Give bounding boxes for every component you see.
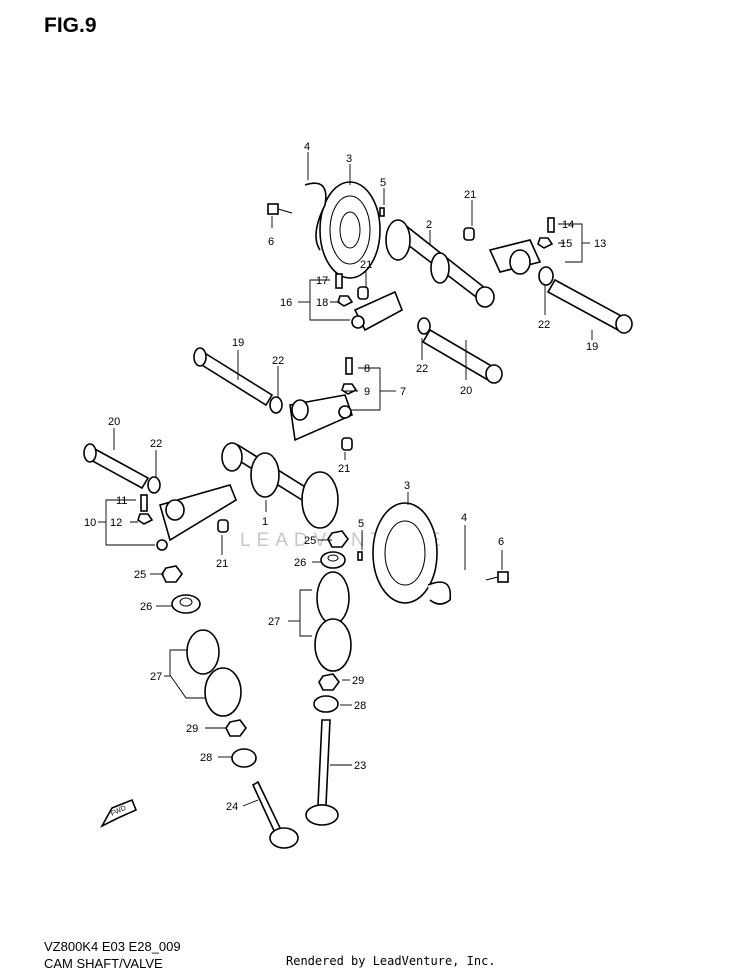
exhaust-valve-23[interactable] [305,719,339,826]
callout-20-middle: 20 [460,385,472,397]
washer-22-middle[interactable] [417,317,431,335]
lock-nut-12[interactable] [137,513,154,525]
intake-valve-24[interactable] [251,780,299,849]
rocker-arm-7[interactable] [289,394,353,442]
callout-17: 17 [316,275,328,287]
callout-9: 9 [364,386,370,398]
callout-23: 23 [354,760,366,772]
lower-dowel-pin-5[interactable] [357,551,363,561]
callout-6-lower: 6 [498,536,504,548]
footer-section-name: CAM SHAFT/VALVE [44,956,163,971]
upper-bolt[interactable] [267,203,293,215]
callout-22-upper-right: 22 [538,319,550,331]
callout-16: 16 [280,297,292,309]
callout-7: 7 [400,386,406,398]
callout-27-right: 27 [268,616,280,628]
rocker-shaft-20-middle[interactable] [421,328,503,384]
callout-20-left: 20 [108,416,120,428]
callout-4-lower: 4 [461,512,467,524]
callout-22-mid-left: 22 [272,355,284,367]
callout-5-upper: 5 [380,177,386,189]
callout-21-mid: 21 [338,463,350,475]
callout-19-left: 19 [232,337,244,349]
adjust-screw-11[interactable] [140,494,148,512]
callout-22-left: 22 [150,438,162,450]
lock-nut-9[interactable] [341,383,358,395]
callout-21-upper-right: 21 [464,189,476,201]
upper-retainer-clip[interactable] [304,182,327,251]
callout-4-upper: 4 [304,141,310,153]
lock-nut-18[interactable] [337,295,354,307]
lower-bolt-6[interactable] [485,571,509,583]
upper-cap-21[interactable] [463,227,475,241]
callout-12: 12 [110,517,122,529]
callouts: 4 3 5 6 2 21 14 15 13 22 19 17 18 16 21 … [84,141,606,813]
callout-3-lower: 3 [404,480,410,492]
callout-25-left: 25 [134,569,146,581]
callout-13: 13 [594,238,606,250]
valve-seal-29-right[interactable] [318,673,340,691]
adjust-screw-8[interactable] [345,357,353,375]
rocker-arm-16[interactable] [351,290,404,332]
callout-29-left: 29 [186,723,198,735]
callout-24: 24 [226,801,238,813]
lower-camshaft-1[interactable] [221,442,339,529]
callout-26-right: 26 [294,557,306,569]
callout-28-right: 28 [354,700,366,712]
spring-retainer-26-right[interactable] [320,551,346,569]
callout-26-left: 26 [140,601,152,613]
leader-lines [98,152,593,807]
upper-washer-22[interactable] [538,266,554,286]
callout-27-left: 27 [150,671,162,683]
footer-credit: Rendered by LeadVenture, Inc. [286,954,496,968]
callout-6-upper: 6 [268,236,274,248]
cap-21-mid[interactable] [341,437,353,451]
rocker-shaft-19-left[interactable] [193,347,274,407]
washer-22-left[interactable] [147,476,161,494]
adjust-screw-14[interactable] [547,217,555,233]
lower-cam-sprocket-3[interactable] [372,502,438,604]
callout-15: 15 [560,238,572,250]
callout-1: 1 [262,516,268,528]
adjust-screw-17[interactable] [335,273,343,289]
washer-22-mid[interactable] [269,396,283,414]
callout-25-right: 25 [304,535,316,547]
callout-29-right: 29 [352,675,364,687]
lower-retainer-clip-4[interactable] [427,581,452,605]
valve-springs-27-right[interactable] [314,571,352,672]
footer-model-code: VZ800K4 E03 E28_009 [44,939,181,954]
cap-21-upper-left[interactable] [357,286,369,300]
callout-18: 18 [316,297,328,309]
rocker-shaft-20-left[interactable] [83,443,150,490]
cap-21-lower[interactable] [217,519,229,533]
fwd-arrow-icon: FWD [100,798,138,828]
callout-22-middle: 22 [416,363,428,375]
callout-19-right: 19 [586,341,598,353]
upper-camshaft[interactable] [385,219,495,308]
callout-5-lower: 5 [358,518,364,530]
spring-seat-28-right[interactable] [313,695,339,713]
spring-retainer-26-left[interactable] [171,594,201,614]
callout-14: 14 [562,219,574,231]
callout-11: 11 [116,495,127,507]
callout-21-upper-left: 21 [360,259,372,271]
valve-cotter-25-left[interactable] [161,565,183,583]
rocker-arm-10[interactable] [156,484,237,551]
lock-nut-15[interactable] [537,237,554,249]
upper-rocker-shaft-19[interactable] [546,278,633,334]
valve-seal-29-left[interactable] [225,719,247,737]
valve-springs-27-left[interactable] [186,629,242,717]
callout-28-left: 28 [200,752,212,764]
figure-title: FIG.9 [44,14,97,37]
spring-seat-28-left[interactable] [231,748,257,768]
callout-3-upper: 3 [346,153,352,165]
upper-dowel-pin[interactable] [379,207,385,217]
upper-rocker-arm-13[interactable] [488,239,542,275]
callout-21-lower: 21 [216,558,228,570]
valve-cotter-25-right[interactable] [327,530,349,548]
callout-8: 8 [364,363,370,375]
callout-10: 10 [84,517,96,529]
callout-2: 2 [426,219,432,231]
